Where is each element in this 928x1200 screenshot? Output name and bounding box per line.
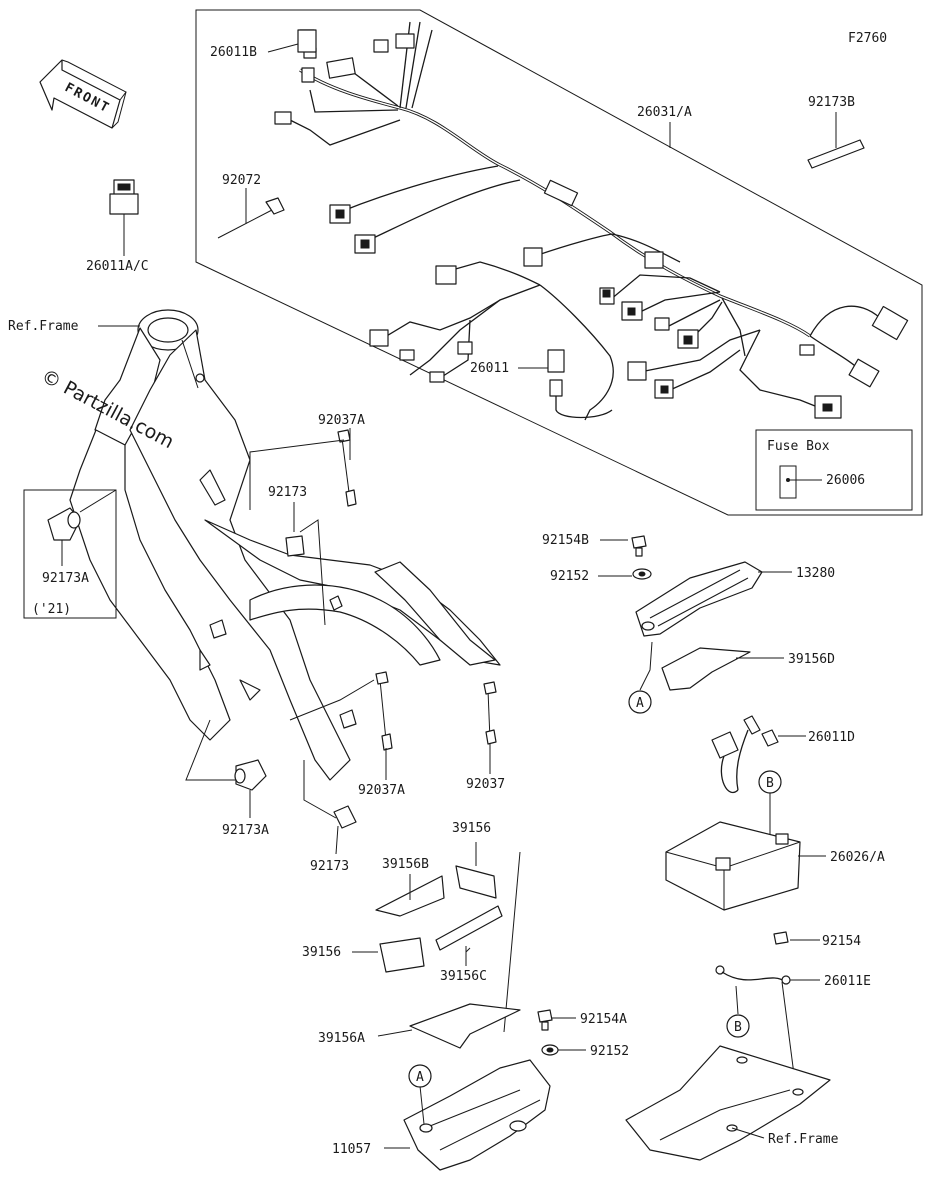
label-92037A-top: 92037A xyxy=(318,413,365,428)
label-26011D: 26011D xyxy=(808,730,855,745)
label-92173B: 92173B xyxy=(808,95,855,110)
label-21: ('21) xyxy=(32,602,71,617)
label-92173-bottom: 92173 xyxy=(310,859,349,874)
band-92037A-top xyxy=(337,429,357,507)
grommet-92173A-21-inset xyxy=(23,489,117,619)
label-92154B: 92154B xyxy=(542,533,589,548)
battery-26026A xyxy=(665,821,826,911)
figure-code: F2760 xyxy=(848,31,887,46)
label-39156-top: 39156 xyxy=(452,821,491,836)
label-92152-top: 92152 xyxy=(550,569,589,584)
strap-92173B xyxy=(807,139,865,169)
svg-text:B: B xyxy=(766,776,774,791)
label-39156-left: 39156 xyxy=(302,945,341,960)
label-92173A-bottom: 92173A xyxy=(222,823,269,838)
callout-a-bottom: A xyxy=(408,1064,432,1088)
bolt-92154B xyxy=(631,535,647,557)
label-92173-mid: 92173 xyxy=(268,485,307,500)
svg-text:A: A xyxy=(416,1070,424,1085)
label-13280: 13280 xyxy=(796,566,835,581)
cable-26011D xyxy=(711,715,806,793)
label-39156A: 39156A xyxy=(318,1031,365,1046)
grommet-92173-bottom xyxy=(303,760,357,829)
callout-b-cable: B xyxy=(726,985,750,1038)
svg-text:B: B xyxy=(734,1020,742,1035)
label-26011AC: 26011A/C xyxy=(86,259,149,274)
label-39156C: 39156C xyxy=(440,969,487,984)
label-92152-bottom: 92152 xyxy=(590,1044,629,1059)
bolt-92154 xyxy=(773,931,820,945)
motorcycle-frame xyxy=(69,309,501,781)
band-92037 xyxy=(483,681,497,745)
frame-rear-section xyxy=(625,1045,831,1161)
callout-a-top: A xyxy=(628,641,653,714)
pad-39156D xyxy=(661,647,751,691)
label-92072: 92072 xyxy=(222,173,261,188)
label-92154A: 92154A xyxy=(580,1012,627,1027)
front-arrow-icon: FRONT xyxy=(39,59,127,129)
fuse-box-title: Fuse Box xyxy=(767,439,830,454)
label-92173A: 92173A xyxy=(42,571,89,586)
washer-92152-top xyxy=(632,568,652,580)
label-11057: 11057 xyxy=(332,1142,371,1157)
label-39156B: 39156B xyxy=(382,857,429,872)
label-26026A: 26026/A xyxy=(830,850,885,865)
relay-26011B xyxy=(297,29,317,53)
label-26011E: 26011E xyxy=(824,974,871,989)
battery-holder-13280 xyxy=(635,561,763,637)
tray-11057 xyxy=(384,1059,551,1171)
tie-92072 xyxy=(217,197,285,239)
label-92037: 92037 xyxy=(466,777,505,792)
label-26031A: 26031/A xyxy=(637,105,692,120)
grommet-92173A-bottom xyxy=(185,719,267,818)
bolt-92154A xyxy=(537,1009,576,1031)
harness-group-outline xyxy=(195,9,923,516)
label-26006: 26006 xyxy=(826,473,865,488)
label-92037A-bottom: 92037A xyxy=(358,783,405,798)
label-ref-frame-bottom: Ref.Frame xyxy=(768,1132,839,1147)
pads-39156-group xyxy=(352,842,521,1049)
label-92154: 92154 xyxy=(822,934,861,949)
relay-26011AC xyxy=(109,179,139,215)
washer-92152-bottom xyxy=(541,1044,586,1056)
fuse-box-inset: Fuse Box xyxy=(755,429,913,511)
label-26011B: 26011B xyxy=(210,45,257,60)
wire-harness-26031 xyxy=(274,21,909,421)
callout-b-battery: B xyxy=(758,770,782,834)
label-39156D: 39156D xyxy=(788,652,835,667)
grommet-92173-mid xyxy=(285,502,326,626)
label-ref-frame-top: Ref.Frame xyxy=(8,319,79,334)
svg-text:A: A xyxy=(636,696,644,711)
band-92037A-bottom xyxy=(289,671,393,751)
label-26011: 26011 xyxy=(470,361,509,376)
